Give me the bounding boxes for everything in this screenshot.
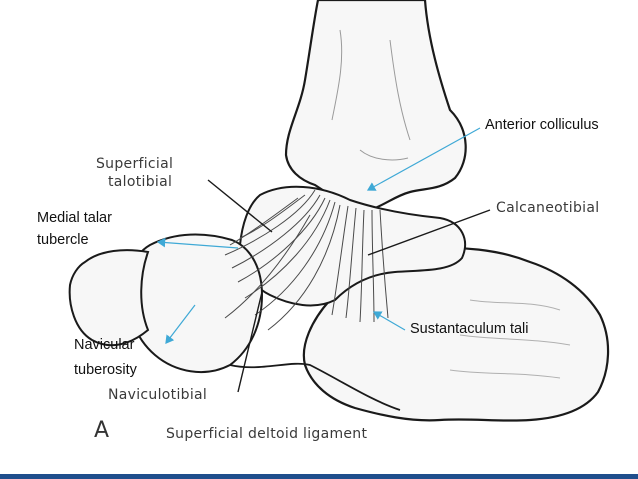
annotation-sustantaculum-tali: Sustantaculum tali <box>410 321 529 337</box>
label-calcaneotibial: Calcaneotibial <box>496 200 600 216</box>
calcaneus-texture <box>449 299 571 379</box>
pointer-anterior-colliculus <box>366 127 481 191</box>
tibia-texture <box>331 29 411 161</box>
annotation-anterior-colliculus: Anterior colliculus <box>485 117 599 133</box>
label-superficial-talotibial-line2: talotibial <box>108 174 173 190</box>
annotation-navicular-tuberosity-line1: Navicular <box>74 337 135 353</box>
leader-calcaneotibial <box>367 209 491 256</box>
label-naviculotibial: Naviculotibial <box>108 387 208 403</box>
annotation-medial-talar-tubercle-line1: Medial talar <box>37 210 112 226</box>
leader-naviculotibial <box>237 291 263 393</box>
annotation-navicular-tuberosity-line2: tuberosity <box>74 362 137 378</box>
pointer-sustantaculum-tali <box>372 311 406 331</box>
label-superficial-talotibial-line1: Superficial <box>96 156 174 172</box>
plantar-outline <box>229 362 401 411</box>
annotation-medial-talar-tubercle-line2: tubercle <box>37 232 89 248</box>
bottom-bar <box>0 474 638 479</box>
deltoid-ligament-fibres <box>224 189 389 331</box>
pointer-medial-talar-tubercle <box>156 237 239 249</box>
pointer-navicular-tuberosity <box>165 304 196 344</box>
panel-letter: A <box>94 418 110 443</box>
leader-talotibial <box>207 179 273 233</box>
tibia-bone <box>284 0 467 212</box>
cuneiform-bone <box>68 249 150 347</box>
figure-caption: Superficial deltoid ligament <box>166 426 368 442</box>
